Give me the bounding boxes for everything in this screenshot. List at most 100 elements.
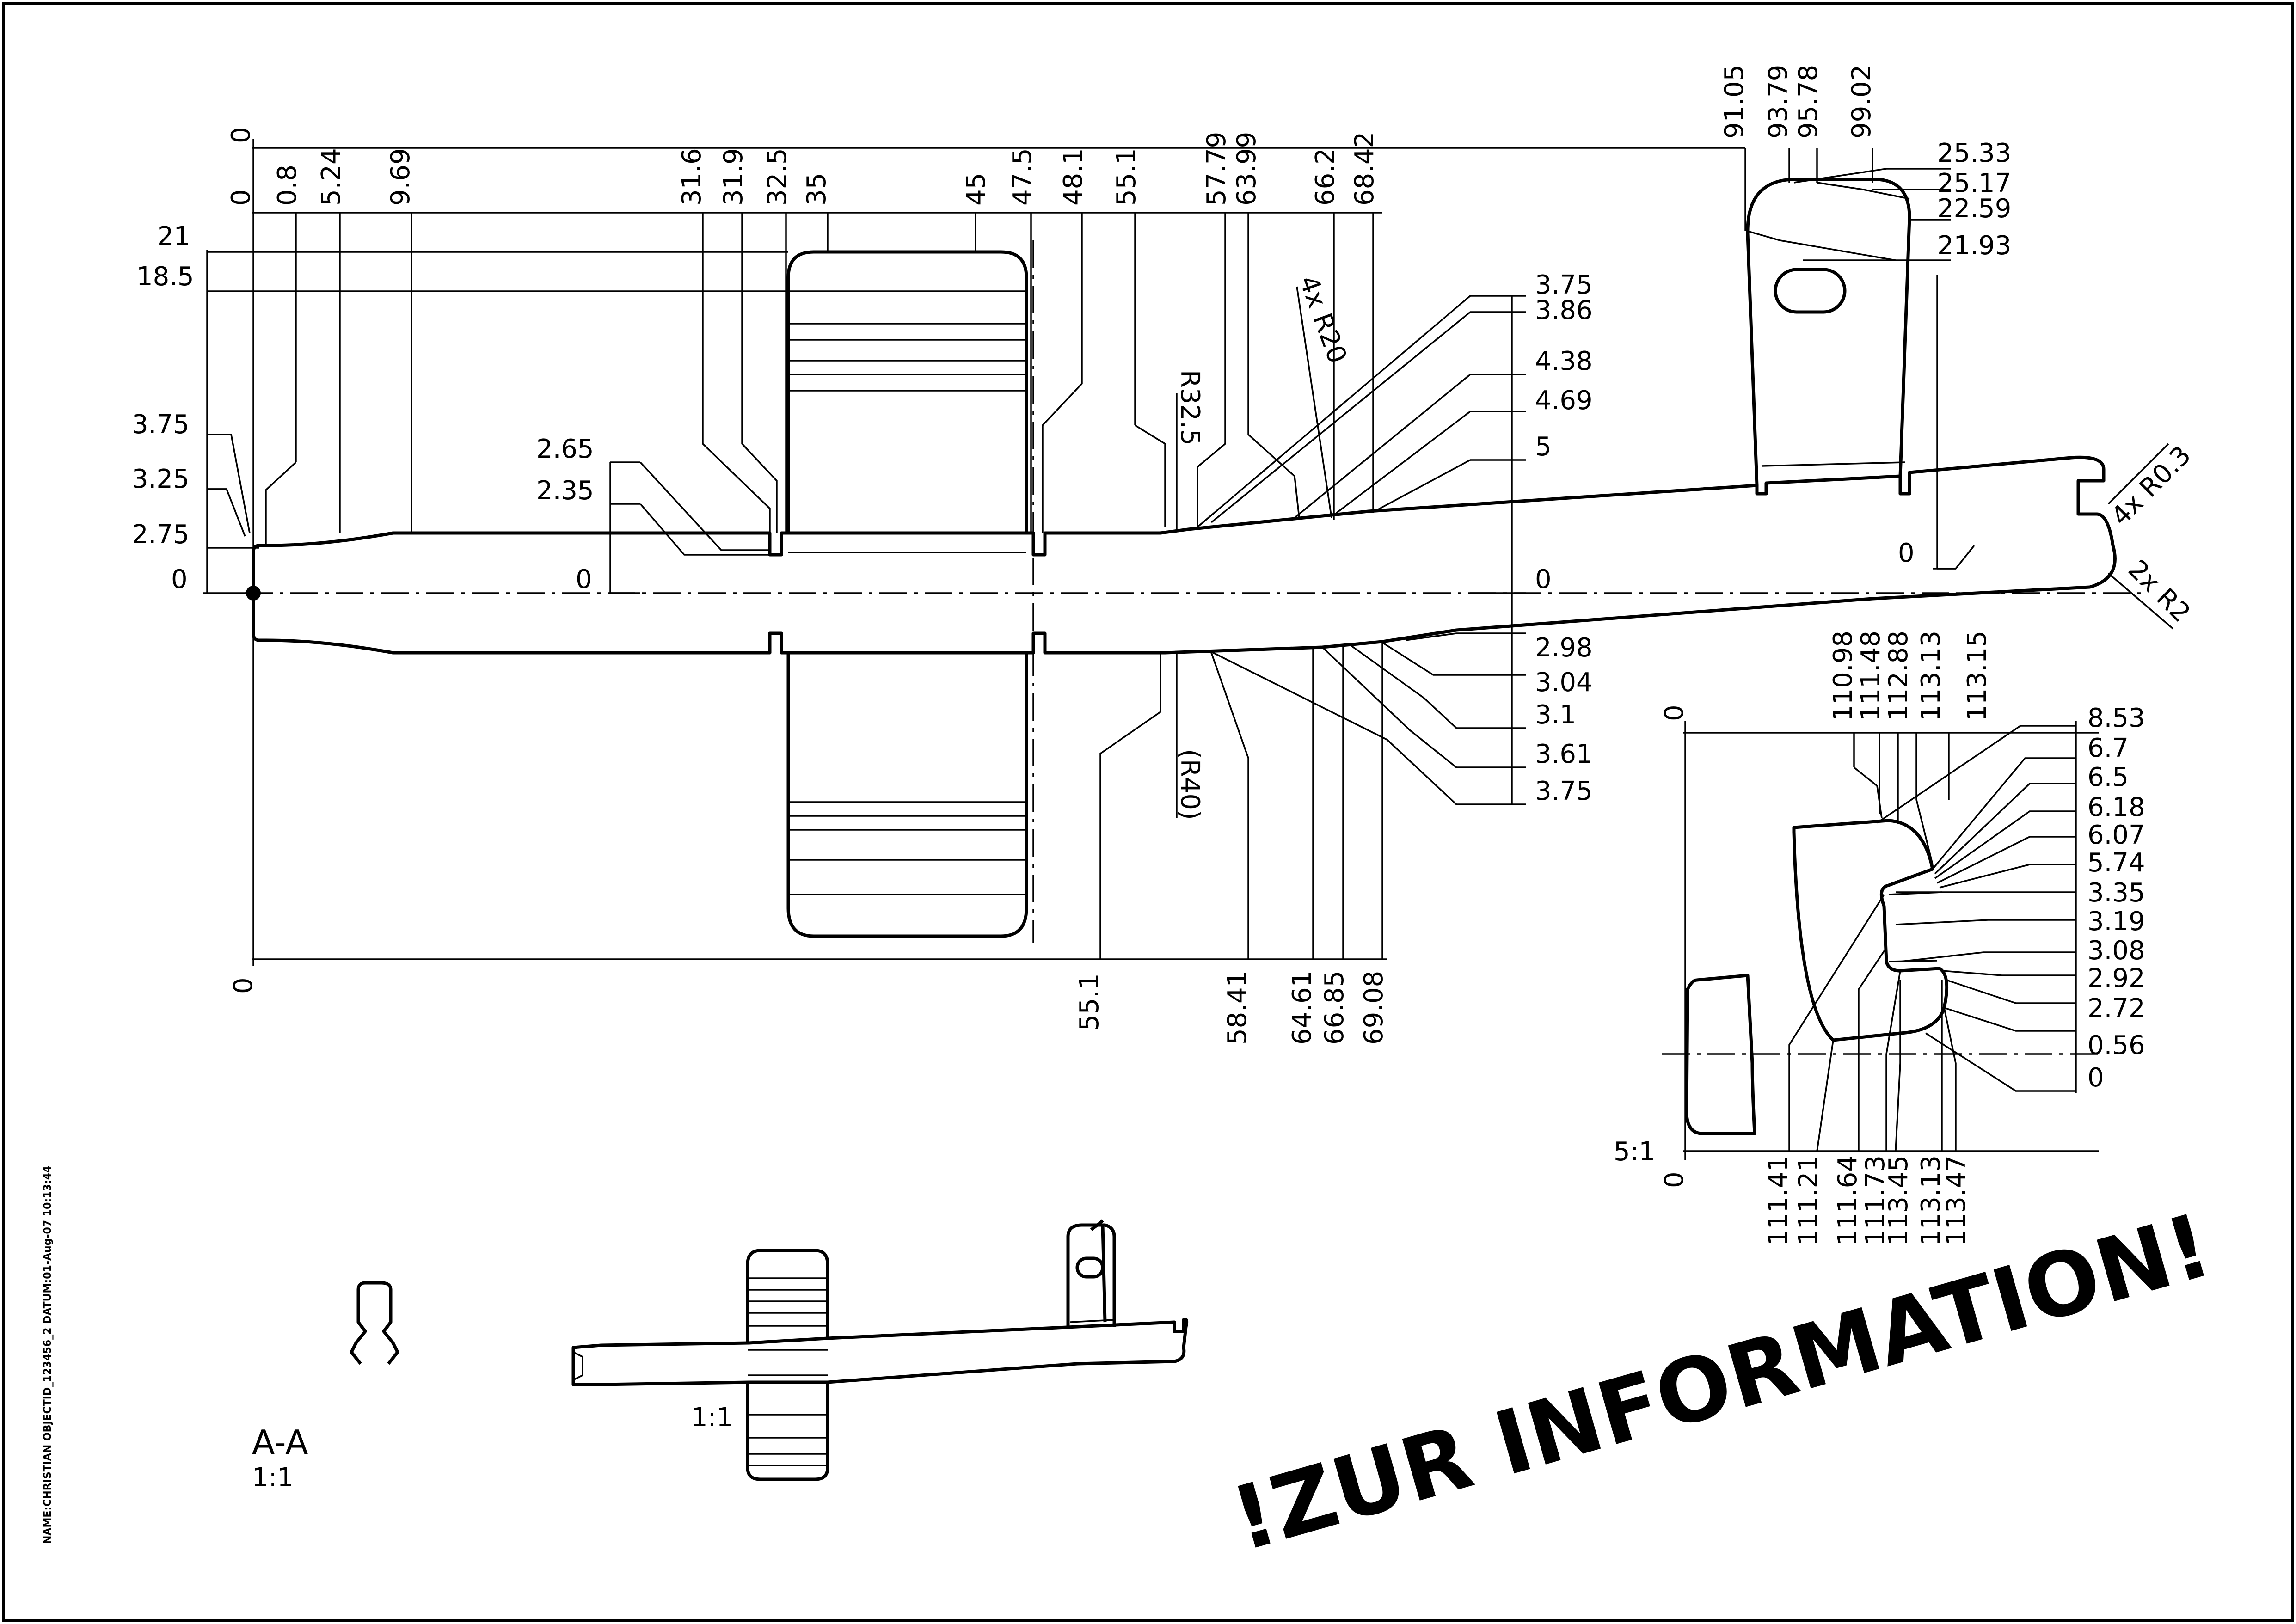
dim-top-17: 93.79 xyxy=(1763,65,1793,139)
dim-ru-5: 0 xyxy=(1535,564,1552,594)
detail-shape-main xyxy=(1792,819,1949,1042)
dim-detail-bottom-3: 111.64 xyxy=(1833,1155,1863,1246)
dim-ru-0: 3.75 xyxy=(1535,270,1593,300)
dim-top-5: 31.9 xyxy=(718,148,749,206)
dim-top-10: 48.1 xyxy=(1058,148,1088,206)
radius-r32-5: R32.5 xyxy=(1175,370,1205,446)
dim-detail-bottom-4: 111.73 xyxy=(1860,1155,1891,1246)
dim-detail-right-6: 3.35 xyxy=(2087,878,2145,908)
dim-top-7: 35 xyxy=(802,173,832,206)
dim-top-11: 55.1 xyxy=(1111,148,1142,206)
dim-ru-1: 3.86 xyxy=(1535,295,1593,325)
hub-lower xyxy=(786,653,1028,938)
dim-top-19: 99.02 xyxy=(1847,65,1877,139)
section-clip xyxy=(350,1281,399,1365)
dim-detail-right-12: 0 xyxy=(2087,1063,2104,1093)
dim-top-13: 63.99 xyxy=(1232,132,1262,206)
dim-rl-4: 3.75 xyxy=(1535,776,1593,806)
dim-bottom-3: 64.61 xyxy=(1287,971,1317,1045)
dim-detail-right-4: 6.07 xyxy=(2087,820,2145,850)
dim-detail-top-4: 113.13 xyxy=(1916,631,1946,721)
dim-top-3: 9.69 xyxy=(386,148,416,206)
dim-ru-4: 5 xyxy=(1535,432,1552,462)
section-a-a xyxy=(350,1281,399,1365)
dim-detail-right-7: 3.19 xyxy=(2087,907,2145,937)
dim-detail-bottom-0: 0 xyxy=(1659,1171,1689,1188)
left-dimension-labels: 21 18.5 3.75 3.25 2.75 0 xyxy=(132,221,194,594)
dim-detail-right-8: 3.08 xyxy=(2087,936,2145,966)
dim-tab-4: 0 xyxy=(1898,538,1915,568)
radius-r40: (R40) xyxy=(1175,749,1205,820)
dim-top-16: 91.05 xyxy=(1719,65,1750,139)
dim-top-2: 5.24 xyxy=(316,148,346,206)
tab-outline xyxy=(1746,178,1911,486)
detail-shape-left xyxy=(1685,974,1756,1135)
dim-top-4: 31.6 xyxy=(677,148,707,206)
dim-bottom-2: 58.41 xyxy=(1222,971,1252,1045)
dim-top-15: 68.42 xyxy=(1350,132,1380,206)
overview-view xyxy=(571,1219,1189,1481)
tab-slot xyxy=(1774,268,1847,314)
dim-detail-right-10: 2.72 xyxy=(2087,993,2145,1023)
dim-top-9: 47.5 xyxy=(1007,148,1037,206)
dim-rl-1: 3.04 xyxy=(1535,668,1593,698)
dim-left-5: 0 xyxy=(171,564,188,594)
dim-tab-0: 25.33 xyxy=(1937,138,2011,168)
right-lower-dimension-labels: 2.98 3.04 3.1 3.61 3.75 xyxy=(1535,633,1593,806)
inner-dimension-labels: 2.65 2.35 0 xyxy=(536,434,594,594)
dim-detail-right-5: 5.74 xyxy=(2087,848,2145,878)
hub-upper xyxy=(786,250,1028,533)
dim-detail-bottom-1: 111.41 xyxy=(1763,1155,1793,1246)
dim-detail-right-3: 6.18 xyxy=(2087,792,2145,822)
dim-detail-right-9: 2.92 xyxy=(2087,963,2145,993)
dim-detail-bottom-5: 113.45 xyxy=(1884,1155,1914,1246)
dim-tab-2: 22.59 xyxy=(1937,194,2011,224)
dim-left-3: 3.25 xyxy=(132,464,190,494)
right-upper-dimension-labels: 3.75 3.86 4.38 4.69 5 0 xyxy=(1535,270,1593,594)
dim-detail-top-5: 113.15 xyxy=(1962,631,1992,721)
dim-detail-top-2: 111.48 xyxy=(1856,631,1886,721)
dim-top-1: 0.8 xyxy=(272,165,302,206)
dim-detail-right-11: 0.56 xyxy=(2087,1030,2145,1060)
dim-detail-bottom-7: 113.47 xyxy=(1941,1155,1971,1246)
detail-view xyxy=(1662,721,2099,1160)
dim-bottom-0: 0 xyxy=(228,977,258,994)
dim-rl-0: 2.98 xyxy=(1535,633,1593,663)
dim-inner-0: 2.65 xyxy=(536,434,594,464)
dim-detail-top-3: 112.88 xyxy=(1884,631,1914,721)
dim-top-8: 45 xyxy=(961,173,991,206)
section-scale: 1:1 xyxy=(252,1463,294,1493)
dim-bottom-1: 55.1 xyxy=(1074,973,1105,1031)
dim-inner-2: 0 xyxy=(576,564,592,594)
dim-detail-bottom-2: 111.21 xyxy=(1793,1155,1823,1246)
overview-scale: 1:1 xyxy=(691,1403,733,1433)
shaft-outline xyxy=(252,455,2117,655)
detail-scale: 5:1 xyxy=(1614,1137,1655,1167)
detail-dimension-labels: 0 110.98 111.48 112.88 113.13 113.15 8.5… xyxy=(1614,631,2145,1246)
dim-rl-2: 3.1 xyxy=(1535,700,1576,730)
dim-rl-3: 3.61 xyxy=(1535,739,1593,769)
dim-top-12: 57.79 xyxy=(1202,132,1232,206)
dim-tab-1: 25.17 xyxy=(1937,168,2011,198)
dim-detail-bottom-6: 113.13 xyxy=(1916,1155,1946,1246)
top-dimension-labels: 0 0 0.8 5.24 9.69 31.6 31.9 32.5 35 45 4… xyxy=(226,65,1877,206)
dim-ru-2: 4.38 xyxy=(1535,346,1593,376)
dim-bottom-4: 66.85 xyxy=(1320,971,1350,1045)
dim-left-0: 21 xyxy=(157,221,190,251)
info-stamp: !ZUR INFORMATION! xyxy=(1221,1194,2222,1571)
dim-top-14: 66.2 xyxy=(1310,148,1340,206)
dim-detail-right-0: 8.53 xyxy=(2087,703,2145,733)
dim-inner-1: 2.35 xyxy=(536,476,594,506)
dim-ru-3: 4.69 xyxy=(1535,386,1593,416)
bottom-dimension-labels: 0 55.1 58.41 64.61 66.85 69.08 xyxy=(228,971,1389,1045)
main-view xyxy=(203,139,2174,966)
dim-tab-3: 21.93 xyxy=(1937,231,2011,261)
dim-detail-top-1: 110.98 xyxy=(1828,631,1858,721)
dim-top-0: 0 xyxy=(226,189,256,206)
dim-detail-right-2: 6.5 xyxy=(2087,762,2129,792)
dim-top-origin: 0 xyxy=(226,127,256,143)
dim-left-1: 18.5 xyxy=(136,262,194,292)
dim-detail-right-1: 6.7 xyxy=(2087,733,2129,763)
